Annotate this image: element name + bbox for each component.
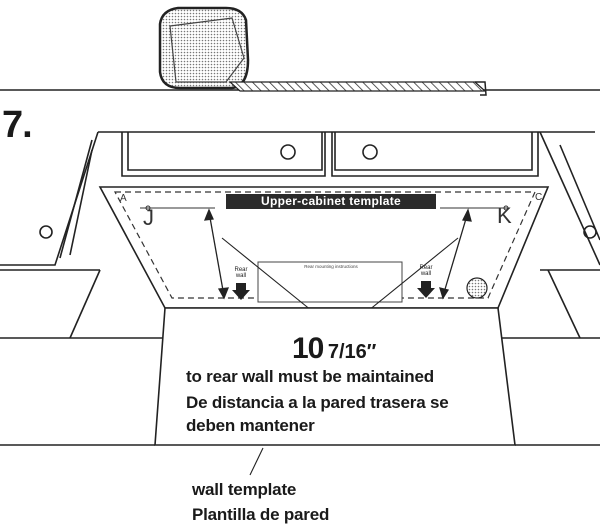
tape-measure-icon <box>158 6 487 96</box>
knob-icon <box>39 225 53 239</box>
template-banner: Upper-cabinet template <box>226 194 436 209</box>
measurement-fraction: 7/16″ <box>327 341 377 363</box>
rear-wall-label-right: Rear wall <box>419 265 433 277</box>
rear-wall-label-left: Rear wall <box>234 267 248 279</box>
upper-cabinet <box>98 131 595 177</box>
caption-english: to rear wall must be maintained <box>186 367 434 386</box>
step-number: 7. <box>2 104 33 146</box>
side-cabinets <box>0 131 600 446</box>
template-note: Rear mounting instructions <box>304 264 358 269</box>
point-k-label: K <box>497 203 512 228</box>
wall-template <box>154 307 516 476</box>
wall-template-label-english: wall template <box>192 480 297 499</box>
measurement-value: 10 7/16″ <box>292 332 376 366</box>
hole-icon <box>466 277 488 299</box>
measurement-whole: 10 <box>292 332 324 365</box>
caption-spanish-line1: De distancia a la pared trasera se <box>186 393 449 412</box>
point-j-label: J <box>143 205 154 230</box>
caption-spanish-line2: deben mantener <box>186 416 315 435</box>
point-c-label: C <box>535 192 543 203</box>
point-a-label: A <box>120 193 127 204</box>
down-arrow-icon <box>232 281 435 300</box>
wall-template-label-spanish: Plantilla de pared <box>192 505 330 524</box>
